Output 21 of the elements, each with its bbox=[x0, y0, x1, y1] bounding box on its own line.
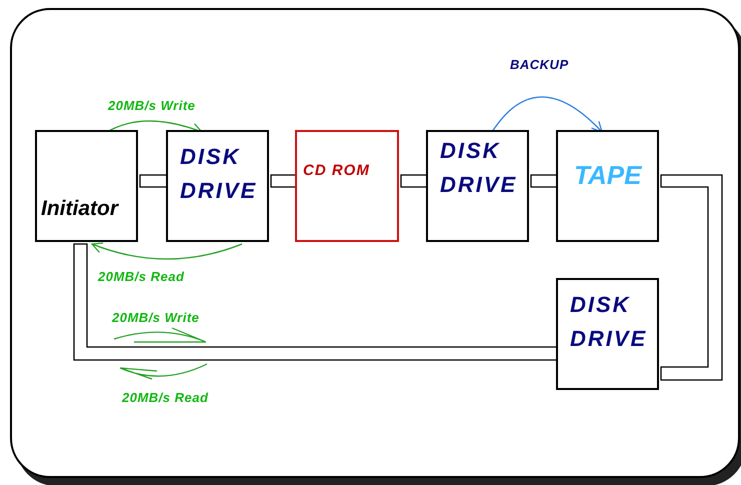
device-box bbox=[295, 130, 399, 242]
device-label: Initiator bbox=[41, 196, 118, 222]
device-box bbox=[426, 130, 529, 242]
rate-label: 20MB/s Read bbox=[122, 389, 208, 407]
bus-cable bbox=[660, 174, 723, 381]
device-label: DISK DRIVE bbox=[570, 291, 648, 353]
device-box bbox=[35, 130, 138, 242]
curved-arrow bbox=[491, 96, 603, 133]
device-label: CD ROM bbox=[303, 161, 371, 181]
device-box bbox=[556, 130, 659, 242]
device-box bbox=[556, 278, 659, 390]
device-label: TAPE bbox=[574, 159, 643, 192]
device-label: DISK DRIVE bbox=[180, 143, 258, 205]
edge-label: 20MB/s Read bbox=[98, 268, 184, 286]
device-label: DISK DRIVE bbox=[440, 137, 518, 199]
curved-arrow bbox=[91, 242, 242, 260]
bus-cable bbox=[73, 243, 559, 361]
device-box bbox=[166, 130, 269, 242]
edge-label: BACKUP bbox=[510, 56, 569, 74]
edge-label: 20MB/s Write bbox=[108, 97, 196, 115]
rate-label: 20MB/s Write bbox=[112, 309, 200, 327]
